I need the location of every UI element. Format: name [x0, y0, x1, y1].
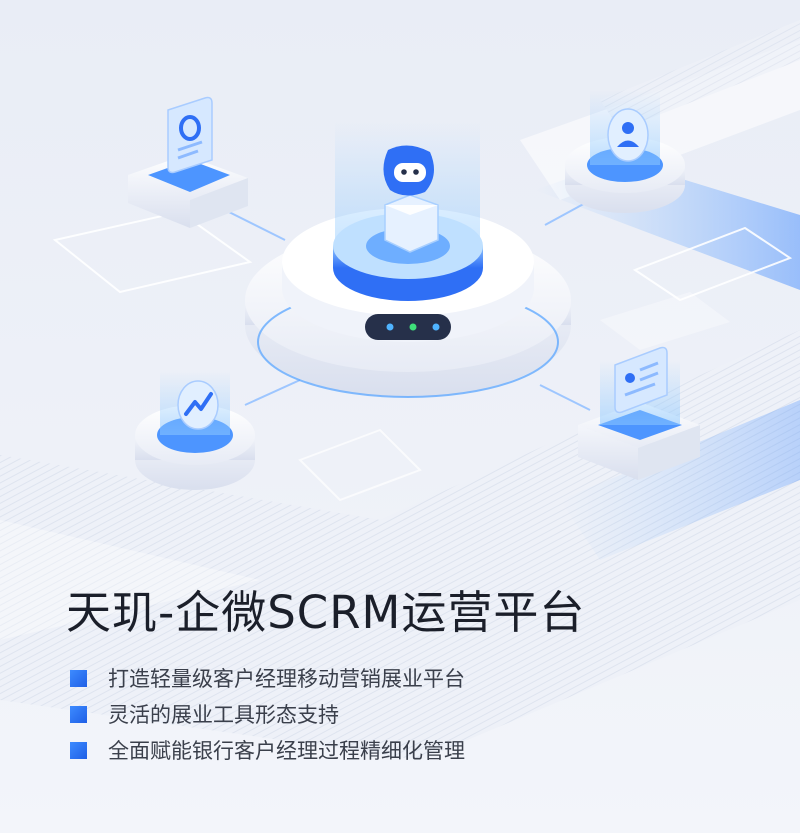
square-bullet-icon [70, 705, 87, 723]
feature-item: 打造轻量级客户经理移动营销展业平台 [70, 664, 465, 692]
user-icon [607, 108, 649, 162]
feature-list: 打造轻量级客户经理移动营销展业平台 灵活的展业工具形态支持 全面赋能银行客户经理… [70, 664, 465, 772]
node-document [128, 96, 248, 228]
feature-text: 灵活的展业工具形态支持 [108, 703, 339, 727]
node-profile [578, 346, 700, 480]
trend-chart-icon [177, 380, 219, 430]
central-hub [245, 120, 571, 398]
feature-text: 打造轻量级客户经理移动营销展业平台 [108, 667, 465, 691]
feature-item: 灵活的展业工具形态支持 [70, 700, 465, 728]
feature-item: 全面赋能银行客户经理过程精细化管理 [70, 736, 465, 764]
document-icon [167, 96, 213, 174]
square-bullet-icon [70, 741, 87, 759]
robot-icon [383, 145, 434, 196]
profile-card-icon [614, 346, 668, 414]
node-trend [135, 370, 255, 490]
page-title: 天玑-企微SCRM运营平台 [66, 586, 586, 639]
square-bullet-icon [70, 669, 87, 687]
node-user [565, 90, 685, 213]
feature-text: 全面赋能银行客户经理过程精细化管理 [108, 739, 465, 763]
